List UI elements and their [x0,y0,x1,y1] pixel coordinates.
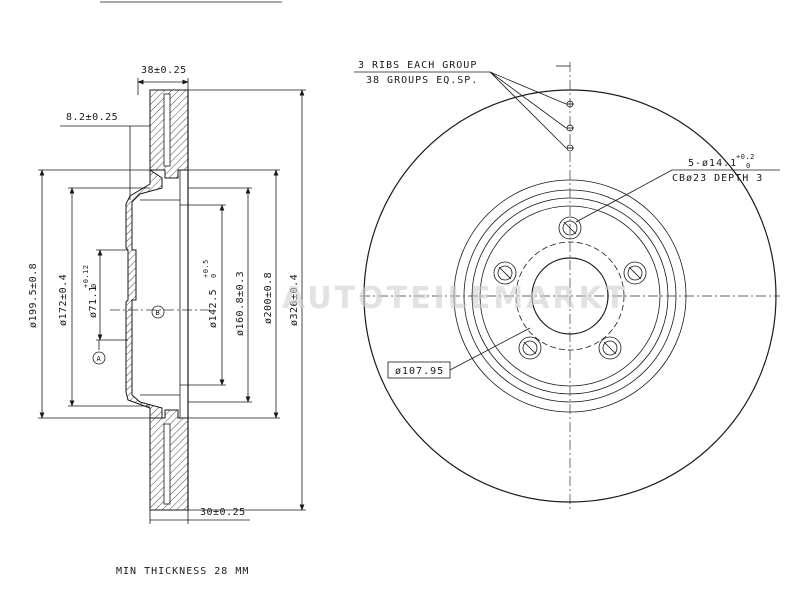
holes-note-line1: 5-ø14.1 [688,158,737,169]
dia-71-tol-upper: +0.12 [82,264,90,288]
dia-200-label: ø200±0.8 [263,272,274,324]
dia-326-label: ø326±0.4 [289,274,300,326]
front-view: 3 RIBS EACH GROUP 38 GROUPS EQ.SP. 5-ø14… [354,60,780,510]
ribs-note-line1: 3 RIBS EACH GROUP [358,60,477,71]
dim-width-bottom-label: 30±0.25 [200,507,246,518]
rib-markers [566,100,574,152]
hat-section [125,169,163,419]
ribs-note-line2: 38 GROUPS EQ.SP. [366,75,478,86]
bolt-hole-3 [598,336,622,360]
dia-172-label: ø172±0.4 [58,274,69,326]
watermark: AUTOTEILEMARKT [282,281,628,316]
datum-b-bubble [151,305,165,319]
datum-b-label: B [156,309,161,317]
dia-142-tol-upper: +0.5 [202,259,210,278]
dim-width-top-label: 38±0.25 [141,65,187,76]
section-view: 38±0.25 8.2±0.25 30±0.25 ø199.5±0.8 ø172… [28,65,306,524]
dia-199-label: ø199.5±0.8 [28,263,39,328]
dim-flange-label: 8.2±0.25 [66,112,118,123]
dia-142-label: ø142.5 [208,289,219,328]
pcd-leader [449,327,531,371]
pcd-label: ø107.95 [395,366,444,377]
dia-142-tol-lower: 0 [210,273,218,278]
bolt-hole-5 [493,261,517,285]
lower-vent-channel [163,423,171,505]
ribs-leader-1 [489,71,567,105]
holes-tol-lower: 0 [746,162,751,170]
holes-note-line2: CBø23 DEPTH 3 [672,173,763,184]
ribs-leader-2 [489,71,567,129]
datum-a-bubble [92,351,106,365]
holes-leader [575,169,673,223]
dia-71-tol-lower: 0 [90,283,98,288]
dia-160-label: ø160.8±0.3 [235,271,246,336]
holes-tol-upper: +0.2 [736,153,755,161]
bolt-hole-4 [518,336,542,360]
bolt-hole-2 [623,261,647,285]
upper-vent-channel [163,93,171,167]
min-thickness-note: MIN THICKNESS 28 MM [116,566,249,577]
ribs-leader-3 [489,71,567,149]
datum-a-label: A [97,355,102,363]
dia-71-label: ø71.1 [88,285,99,318]
